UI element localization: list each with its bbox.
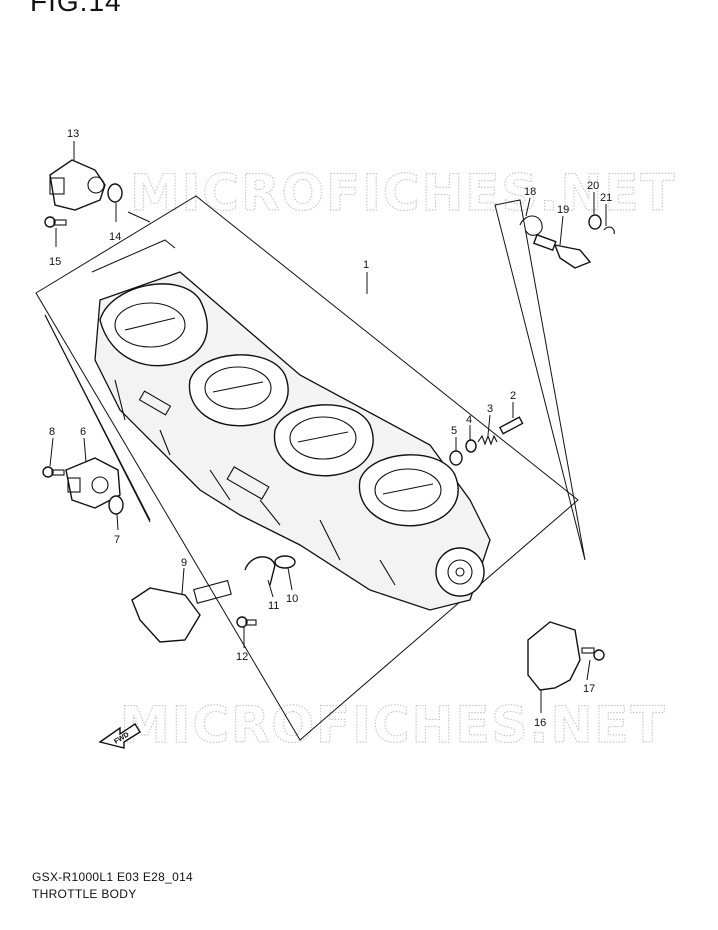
callout-3: 3: [487, 403, 493, 415]
part-2-screw: [498, 416, 524, 435]
part-12-screw: [236, 616, 257, 628]
callout-12: 12: [236, 651, 248, 663]
callout-16: 16: [534, 717, 546, 729]
callout-19: 19: [557, 204, 569, 216]
subgroup-boundary-right: [494, 199, 586, 561]
watermark-bottom: MICROFICHES.NET: [120, 696, 667, 754]
callout-18: 18: [524, 186, 536, 198]
callout-21: 21: [600, 192, 612, 204]
part-20-washer: [588, 214, 602, 230]
part-18-spring: [519, 215, 543, 236]
part-15-screw: [44, 216, 67, 228]
part-9-sensor: [131, 579, 232, 643]
callout-15: 15: [49, 256, 61, 268]
part-21-clip: [603, 226, 615, 235]
callout-10: 10: [286, 593, 298, 605]
callout-6: 6: [80, 426, 86, 438]
part-5-o-ring: [449, 450, 463, 466]
callout-14: 14: [109, 231, 121, 243]
figure-label: FIG.14: [30, 0, 122, 17]
model-code: GSX-R1000L1 E03 E28_014: [32, 870, 194, 884]
part-7-o-ring: [108, 495, 124, 515]
callout-9: 9: [181, 557, 187, 569]
part-13-sensor: [49, 159, 106, 211]
callout-17: 17: [583, 683, 595, 695]
callout-numbers: 13 14 15 1 2 3 4 5 6 8 7 9 11 10 12 16 1…: [49, 128, 612, 729]
assembly-boundary-main: [35, 195, 579, 741]
watermark-top: MICROFICHES.NET: [130, 164, 677, 222]
callout-13: 13: [67, 128, 79, 140]
callout-5: 5: [451, 425, 457, 437]
throttle-body-casting: [94, 271, 491, 611]
callout-1: 1: [363, 259, 369, 271]
leader-lines: [49, 141, 607, 713]
part-17-screw: [581, 647, 605, 661]
part-8-screw: [42, 466, 65, 478]
part-19-lever: [532, 233, 592, 269]
callout-2: 2: [510, 390, 516, 402]
fwd-arrow-icon: FWD: [98, 723, 141, 749]
part-4-washer: [465, 439, 477, 453]
callout-4: 4: [466, 414, 472, 426]
callout-20: 20: [587, 180, 599, 192]
callout-8: 8: [49, 426, 55, 438]
callout-11: 11: [268, 600, 279, 612]
part-16-bracket: [527, 621, 581, 691]
part-11-clip: [244, 556, 276, 586]
callout-7: 7: [114, 534, 120, 546]
assembly-name: THROTTLE BODY: [32, 887, 137, 901]
part-3-spring: [477, 434, 498, 446]
part-10-o-ring: [274, 555, 296, 569]
part-14-o-ring: [107, 183, 123, 203]
part-6-sensor: [65, 457, 121, 509]
